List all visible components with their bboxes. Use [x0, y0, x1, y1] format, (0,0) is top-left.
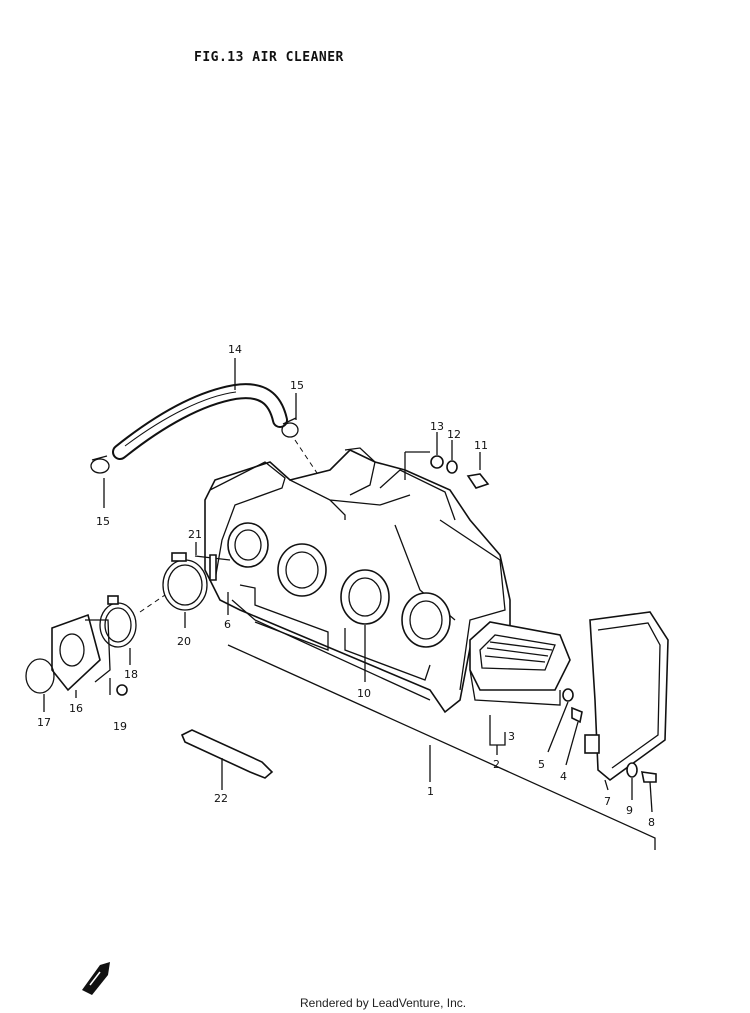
callout-12: 12	[447, 428, 461, 441]
callout-11: 11	[474, 439, 488, 452]
retaining-strap	[180, 729, 274, 779]
callout-15-lower: 15	[96, 515, 110, 528]
clamp-screw	[194, 554, 231, 581]
callout-20: 20	[177, 635, 191, 648]
callout-13: 13	[430, 420, 444, 433]
callout-8: 8	[648, 816, 655, 829]
callout-2: 2	[493, 758, 500, 771]
callout-19: 19	[113, 720, 127, 733]
callout-16: 16	[69, 702, 83, 715]
breather-hose	[112, 383, 288, 460]
hose-clip-upper	[281, 417, 299, 438]
callout-14: 14	[228, 343, 242, 356]
intake-clamp	[99, 595, 137, 648]
filter-element	[469, 621, 571, 706]
callout-3: 3	[508, 730, 515, 743]
callout-1: 1	[427, 785, 434, 798]
cover-screws	[562, 688, 583, 724]
callout-10: 10	[357, 687, 371, 700]
intake-screw	[109, 678, 128, 696]
hose-clip-lower	[90, 455, 110, 474]
callout-7: 7	[604, 795, 611, 808]
intake-pipe	[51, 613, 111, 692]
leader-lines	[43, 358, 656, 850]
callout-6: 6	[224, 618, 231, 631]
intake-funnels	[227, 522, 451, 648]
callout-4: 4	[560, 770, 567, 783]
figure-title: FIG.13 AIR CLEANER	[194, 50, 344, 65]
cover-bolt-washer	[626, 762, 657, 783]
air-cleaner-cover	[584, 611, 669, 782]
callout-22: 22	[214, 792, 228, 805]
front-arrow-icon	[82, 962, 110, 995]
callout-17: 17	[37, 716, 51, 729]
callout-21: 21	[188, 528, 202, 541]
funnel-clamp	[162, 552, 208, 611]
bolt-washer-set-top	[404, 451, 490, 489]
callout-9: 9	[626, 804, 633, 817]
callout-18: 18	[124, 668, 138, 681]
callout-15-upper: 15	[290, 379, 304, 392]
callout-numbers: 14 15 15 13 12 11 21 20 6 18 16 17 19 10…	[37, 343, 655, 829]
footer-credit: Rendered by LeadVenture, Inc.	[300, 996, 467, 1010]
o-ring	[25, 658, 55, 694]
callout-5: 5	[538, 758, 545, 771]
